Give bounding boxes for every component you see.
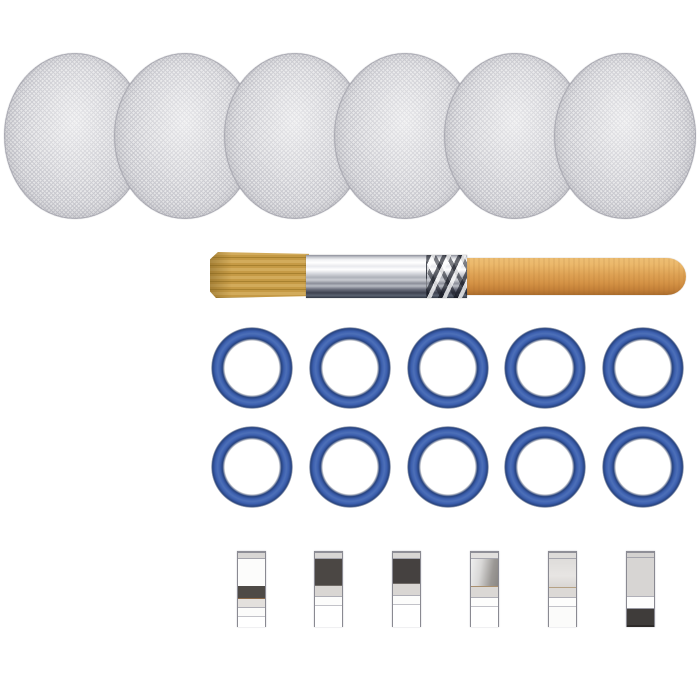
clip-band bbox=[315, 596, 343, 597]
clip-band bbox=[471, 553, 499, 558]
clip-band bbox=[393, 583, 421, 584]
clip-band bbox=[471, 558, 499, 559]
clip-band bbox=[627, 558, 654, 596]
clip-band bbox=[237, 551, 265, 553]
brush-ferrule bbox=[306, 255, 467, 298]
clip-band bbox=[393, 595, 421, 596]
clip-band bbox=[627, 597, 654, 608]
clip-band bbox=[237, 599, 265, 607]
clip-band bbox=[393, 584, 421, 595]
clip-band bbox=[393, 605, 421, 627]
spring-clip bbox=[626, 551, 655, 627]
clip-band bbox=[237, 558, 265, 559]
clip-band bbox=[627, 553, 654, 557]
clip-band bbox=[393, 553, 421, 558]
o-ring bbox=[504, 327, 587, 409]
clip-band bbox=[549, 597, 577, 598]
spring-clip bbox=[470, 551, 500, 627]
clip-band bbox=[315, 585, 343, 586]
clip-band bbox=[549, 553, 577, 558]
clip-band bbox=[471, 606, 499, 607]
clip-band bbox=[471, 551, 499, 553]
clip-band bbox=[237, 617, 265, 627]
clip-band bbox=[549, 607, 577, 627]
brush-bristles bbox=[210, 252, 309, 298]
clip-band bbox=[237, 586, 265, 598]
clip-band bbox=[471, 597, 499, 598]
clip-band bbox=[549, 606, 577, 607]
clip-band bbox=[315, 605, 343, 606]
o-ring bbox=[406, 327, 489, 409]
clip-band bbox=[471, 607, 499, 627]
o-ring bbox=[602, 327, 684, 409]
clip-band bbox=[315, 586, 343, 596]
clip-band bbox=[549, 558, 577, 559]
clip-band bbox=[315, 606, 343, 627]
clip-band bbox=[393, 604, 421, 605]
o-ring bbox=[602, 426, 684, 508]
clip-band bbox=[471, 586, 499, 587]
o-ring bbox=[211, 327, 293, 409]
clip-band bbox=[549, 559, 577, 587]
o-ring bbox=[504, 426, 587, 508]
spring-clip bbox=[314, 551, 344, 627]
clip-band bbox=[237, 553, 265, 558]
o-ring bbox=[406, 426, 489, 508]
clip-band bbox=[627, 609, 654, 625]
clip-band bbox=[627, 625, 654, 627]
cleaning-brush bbox=[210, 245, 686, 300]
clip-band bbox=[237, 607, 265, 608]
clip-band bbox=[237, 616, 265, 617]
clip-band bbox=[315, 558, 343, 559]
clip-band bbox=[393, 551, 421, 553]
clip-band bbox=[237, 598, 265, 599]
clip-band bbox=[549, 588, 577, 597]
clip-band bbox=[627, 596, 654, 597]
clip-band bbox=[393, 559, 421, 583]
clip-band bbox=[471, 587, 499, 597]
o-ring bbox=[211, 426, 293, 508]
clip-band bbox=[549, 587, 577, 588]
clip-band bbox=[237, 559, 265, 586]
brush-ferrule-crimp bbox=[426, 255, 467, 298]
clip-band bbox=[627, 608, 654, 609]
clip-band bbox=[627, 551, 654, 553]
clip-band bbox=[315, 551, 343, 553]
clip-band bbox=[315, 553, 343, 558]
clip-band bbox=[471, 559, 499, 586]
clip-band bbox=[393, 596, 421, 604]
o-ring bbox=[308, 426, 391, 508]
clip-band bbox=[315, 559, 343, 585]
clip-band bbox=[549, 598, 577, 606]
clip-band bbox=[471, 598, 499, 606]
clip-band bbox=[237, 608, 265, 616]
spring-clip bbox=[236, 551, 266, 627]
mesh-screen bbox=[554, 53, 696, 219]
clip-band bbox=[393, 558, 421, 559]
clip-band bbox=[315, 597, 343, 605]
clip-band bbox=[549, 551, 577, 553]
spring-clip bbox=[548, 551, 578, 627]
brush-wooden-handle bbox=[463, 258, 686, 295]
clip-band bbox=[627, 557, 654, 558]
o-ring bbox=[308, 327, 391, 409]
spring-clip bbox=[392, 551, 422, 627]
